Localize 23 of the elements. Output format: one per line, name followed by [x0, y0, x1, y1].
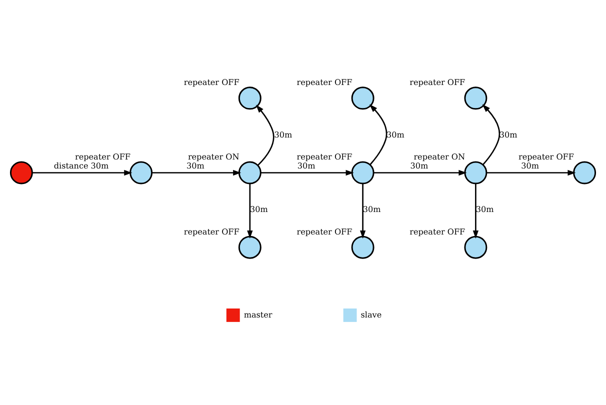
node-circle — [351, 235, 374, 258]
node-circle — [351, 160, 374, 184]
node-circle — [238, 86, 262, 110]
node-circle — [351, 86, 374, 110]
node-circle — [238, 160, 262, 184]
arrow — [152, 169, 242, 176]
node-circle — [10, 160, 33, 184]
arrow — [486, 169, 576, 176]
arrow — [360, 183, 366, 238]
node-circle — [573, 160, 596, 184]
arrow — [369, 104, 388, 165]
arrow — [472, 183, 479, 238]
node-circle — [464, 235, 488, 258]
arrow — [482, 104, 500, 165]
node-circle — [238, 235, 262, 258]
node-circle — [464, 86, 488, 110]
node-circle — [130, 160, 153, 184]
arrow — [260, 169, 354, 176]
arrow — [247, 183, 253, 238]
arrow — [32, 169, 132, 176]
arrow — [256, 104, 274, 166]
node-circle — [464, 160, 488, 184]
arrow — [374, 169, 467, 176]
